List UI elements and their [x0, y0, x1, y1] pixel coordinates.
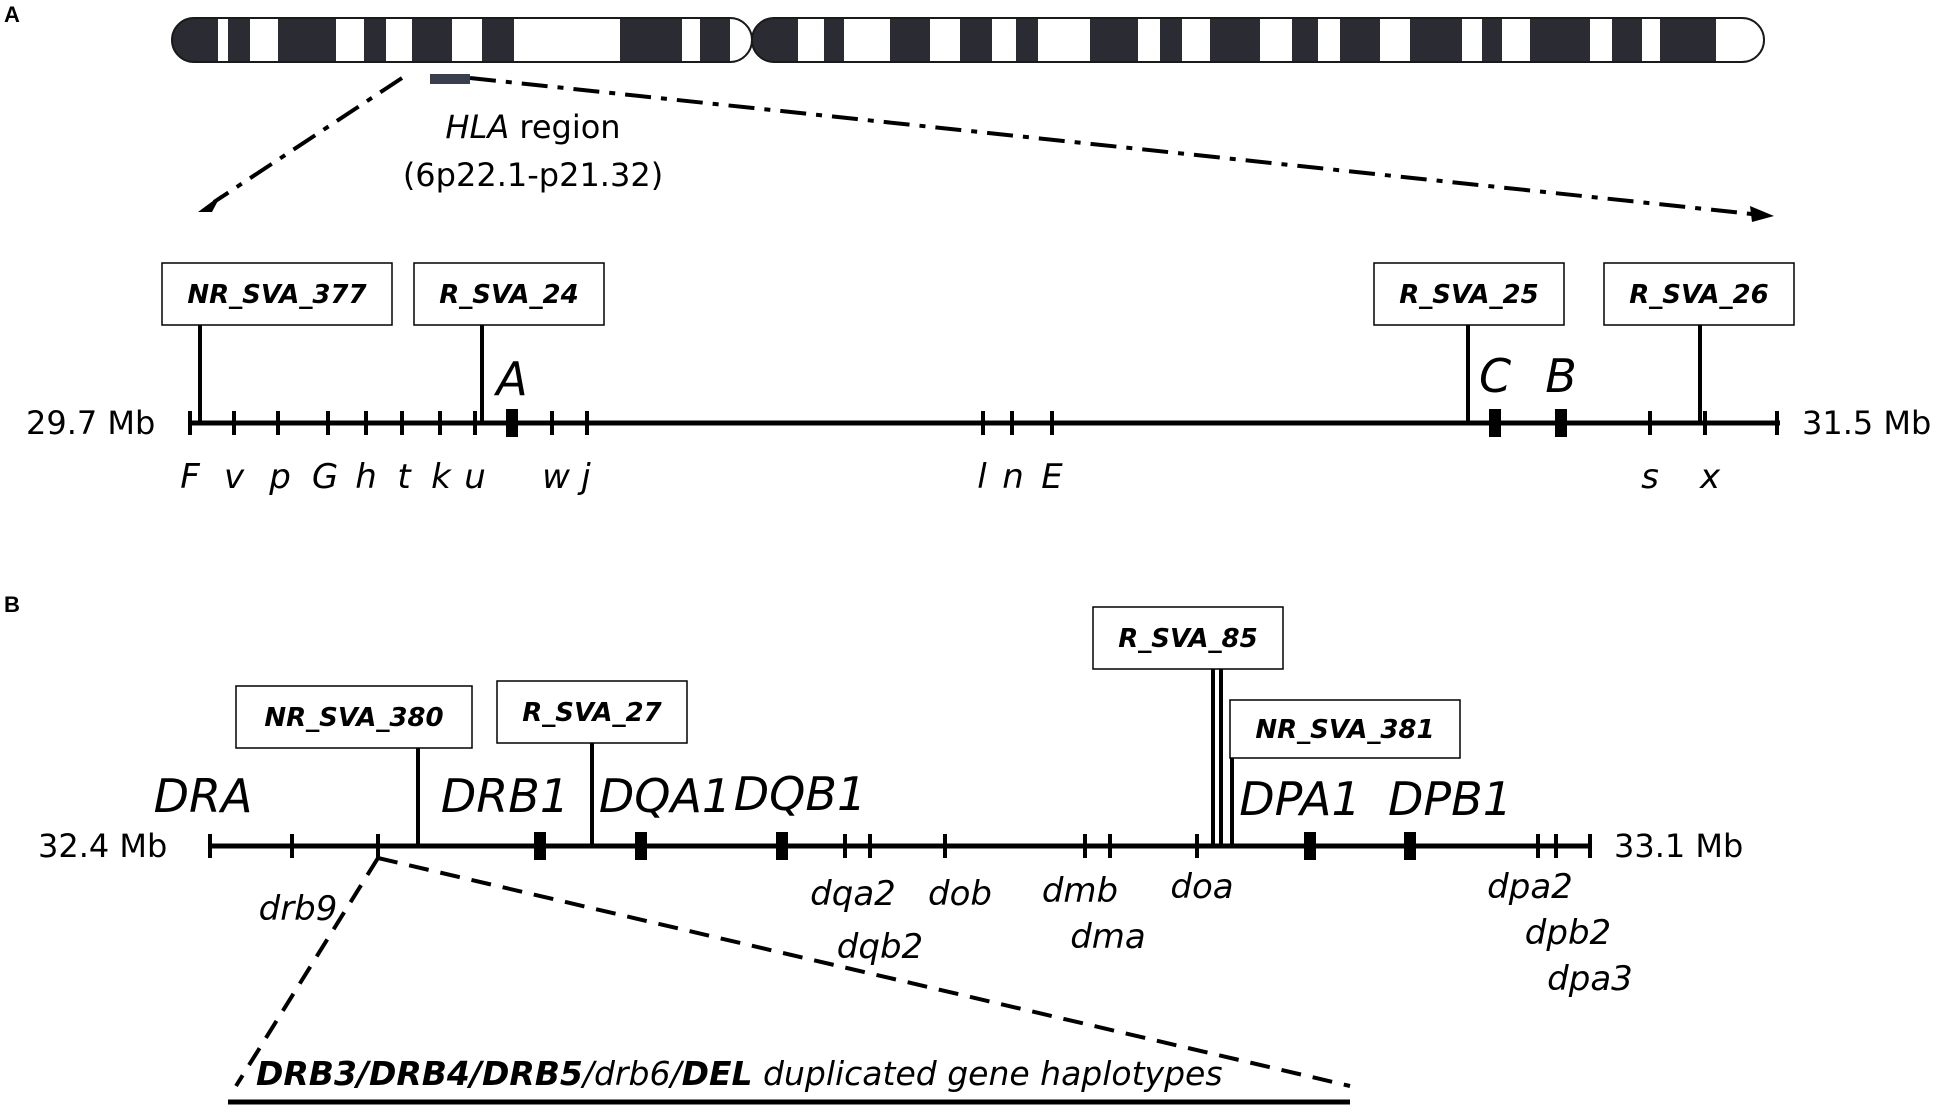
marker-label-r-sva-24: R_SVA_24	[439, 280, 578, 310]
chromosome-q-arm	[752, 18, 1764, 62]
marker-label-r-sva-25: R_SVA_25	[1399, 280, 1538, 310]
panel-a-end: 31.5 Mb	[1802, 404, 1931, 442]
gene-label-b: B	[1545, 349, 1577, 403]
marker-box-nr-sva-381	[1229, 699, 1461, 759]
gene-block-dpb1	[1404, 832, 1416, 860]
pseudogene-label-s: s	[1641, 457, 1659, 497]
haplotype-zoom-left	[234, 856, 380, 1088]
gene-label-dqb1: DQB1	[734, 767, 866, 821]
pseudogene-label-dpa2: dpa2	[1487, 867, 1573, 907]
marker-label-r-sva-85: R_SVA_85	[1118, 624, 1257, 654]
marker-box-r-sva-25	[1373, 262, 1565, 326]
marker-box-r-sva-24	[413, 262, 605, 326]
marker-box-nr-sva-380	[235, 685, 473, 749]
pseudogene-label-doa: doa	[1170, 867, 1233, 907]
hla-band-label: (6p22.1-p21.32)	[403, 156, 663, 194]
pseudogene-label-l: l	[977, 457, 987, 497]
gene-block-drb1	[534, 832, 546, 860]
panel-b-start: 32.4 Mb	[38, 827, 167, 865]
pseudogene-label-dqa2: dqa2	[810, 874, 896, 914]
gene-label-a: A	[493, 352, 527, 406]
gene-label-dqa1: DQA1	[599, 769, 731, 823]
hla-region-marker	[430, 74, 470, 84]
gene-label-drb1: DRB1	[441, 769, 569, 823]
pseudogene-label-dqb2: dqb2	[837, 927, 923, 967]
panel-b-end: 33.1 Mb	[1614, 827, 1743, 865]
pseudogene-label-dmb: dmb	[1042, 871, 1118, 911]
gene-block-dpa1	[1304, 832, 1316, 860]
marker-label-nr-sva-377: NR_SVA_377	[187, 280, 367, 310]
pseudogene-label-h: h	[355, 457, 377, 497]
marker-box-nr-sva-377	[161, 262, 393, 326]
pseudogene-label-f: F	[180, 457, 200, 497]
pseudogene-label-e: E	[1041, 457, 1063, 497]
pseudogene-label-k: k	[431, 457, 452, 497]
pseudogene-label-v: v	[224, 457, 245, 497]
gene-block-c	[1489, 409, 1501, 437]
pseudogene-label-j: j	[577, 457, 591, 497]
pseudogene-label-u: u	[464, 457, 486, 497]
marker-box-r-sva-85	[1092, 606, 1284, 670]
pseudogene-label-p: p	[268, 457, 291, 497]
pseudogene-label-dpa3: dpa3	[1547, 959, 1633, 999]
marker-label-nr-sva-381: NR_SVA_381	[1255, 715, 1434, 745]
marker-label-r-sva-27: R_SVA_27	[522, 698, 662, 728]
haplotype-zoom-right	[377, 856, 1351, 1088]
pseudogene-label-x: x	[1699, 457, 1721, 497]
hla-region-label: HLA region	[445, 108, 620, 146]
marker-label-nr-sva-380: NR_SVA_380	[264, 703, 443, 733]
haplotype-label: DRB3/DRB4/DRB5/drb6/DEL duplicated gene …	[256, 1054, 1223, 1093]
panel-b-map: 32.4 Mb 33.1 Mb DRB3/DRB4/DRB5/drb6/DEL …	[38, 606, 1743, 1105]
panel-a-label: A	[4, 2, 20, 27]
gene-label-dpb1: DPB1	[1388, 772, 1512, 826]
marker-box-r-sva-26	[1603, 262, 1795, 326]
zoom-lines	[198, 76, 1774, 222]
panel-a-start: 29.7 Mb	[26, 404, 155, 442]
pseudogene-label-dpb2: dpb2	[1525, 913, 1611, 953]
pseudogene-label-n: n	[1002, 457, 1024, 497]
gene-block-dqa1	[635, 832, 647, 860]
gene-label-c: C	[1479, 349, 1511, 403]
pseudogene-label-dob: dob	[928, 874, 992, 914]
pseudogene-label-dma: dma	[1070, 917, 1146, 957]
marker-label-r-sva-26: R_SVA_26	[1629, 280, 1768, 310]
gene-label-dpa1: DPA1	[1239, 772, 1361, 826]
gene-block-b	[1555, 409, 1567, 437]
pseudogene-label-t: t	[397, 457, 412, 497]
gene-label-dra: DRA	[154, 769, 253, 823]
marker-box-r-sva-27	[496, 680, 688, 744]
panel-b-label: B	[4, 592, 20, 617]
chromosome-ideogram	[171, 17, 1765, 84]
chromosome-p-arm	[172, 18, 752, 62]
gene-block-a	[506, 409, 518, 437]
pseudogene-label-g: G	[312, 457, 338, 497]
gene-block-dqb1	[776, 832, 788, 860]
pseudogene-label-w: w	[542, 457, 570, 497]
pseudogene-label-drb9: drb9	[259, 889, 338, 929]
